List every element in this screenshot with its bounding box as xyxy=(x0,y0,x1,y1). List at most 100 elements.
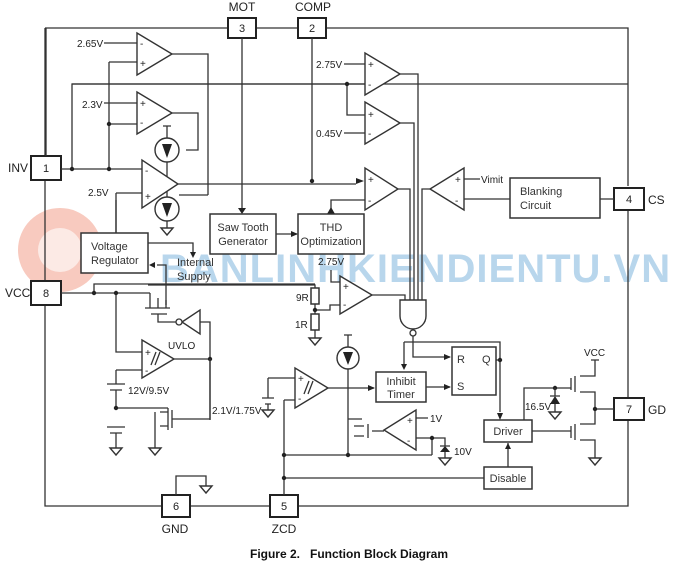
svg-text:Inhibit: Inhibit xyxy=(386,376,415,388)
wire xyxy=(344,122,415,300)
svg-text:6: 6 xyxy=(173,501,179,513)
svg-text:1: 1 xyxy=(43,163,49,175)
label-2.1v-1.75v: 2.1V/1.75V xyxy=(212,406,262,417)
svg-text:Q: Q xyxy=(482,354,491,366)
wire xyxy=(403,336,501,412)
svg-text:3: 3 xyxy=(239,23,245,35)
svg-text:-: - xyxy=(145,366,148,377)
wire xyxy=(166,162,208,197)
wire xyxy=(241,38,313,212)
comparator-2.3v: + - xyxy=(136,90,174,136)
pin-2-comp[interactable]: 2 COMP xyxy=(295,0,331,39)
wire xyxy=(330,270,406,300)
pin-1-inv[interactable]: 1 INV xyxy=(8,155,62,181)
svg-text:GND: GND xyxy=(162,522,189,536)
svg-text:+: + xyxy=(343,282,349,293)
uvlo-switch xyxy=(145,293,176,323)
internal-supply-label: Internal xyxy=(177,257,214,269)
wire xyxy=(421,178,614,300)
current-source-lower xyxy=(154,196,180,237)
svg-text:-: - xyxy=(368,80,371,91)
label-12v-9.5v: 12V/9.5V xyxy=(128,386,169,397)
svg-text:-: - xyxy=(343,300,346,311)
svg-text:-: - xyxy=(455,196,458,207)
pin-6-gnd[interactable]: 6 GND xyxy=(161,494,191,536)
uvlo-threshold-switch xyxy=(154,359,211,448)
label-16.5v: 16.5V xyxy=(525,402,551,413)
label-uvlo: UVLO xyxy=(168,341,195,352)
label-vlimit: Vimit xyxy=(481,175,503,186)
svg-text:8: 8 xyxy=(43,288,49,300)
wire xyxy=(61,283,315,353)
zcd-comparator: + - xyxy=(294,366,330,410)
nand-gate xyxy=(399,299,427,337)
error-amplifier: - + xyxy=(141,158,180,210)
wire xyxy=(175,475,207,495)
comparator-2.65v: - + xyxy=(136,31,174,77)
pin-3-mot[interactable]: 3 MOT xyxy=(227,0,257,39)
svg-text:-: - xyxy=(368,196,371,207)
comparator-2.75v-lower: + - xyxy=(339,274,374,316)
svg-text:-: - xyxy=(407,436,410,447)
label-2.3v: 2.3V xyxy=(82,100,103,111)
thd-optimization-block: THD Optimization xyxy=(297,213,365,255)
svg-text:+: + xyxy=(455,175,461,186)
label-2.5v: 2.5V xyxy=(88,188,109,199)
svg-text:+: + xyxy=(368,110,374,121)
wire xyxy=(284,443,509,479)
wire xyxy=(115,200,194,305)
wire xyxy=(200,321,211,420)
label-10v: 10V xyxy=(454,447,472,458)
pin-5-zcd[interactable]: 5 ZCD xyxy=(269,494,299,536)
svg-text:+: + xyxy=(407,416,413,427)
zener-10v-icon xyxy=(440,446,450,452)
clamp-comparator: + - xyxy=(382,408,417,452)
internal-supply-label-2: Supply xyxy=(177,271,211,283)
svg-text:-: - xyxy=(145,166,148,177)
svg-text:Disable: Disable xyxy=(490,473,527,485)
pin-4-cs[interactable]: 4 CS xyxy=(613,187,665,211)
svg-text:+: + xyxy=(298,374,304,385)
svg-text:Voltage: Voltage xyxy=(91,241,128,253)
zcd-clamp-switch xyxy=(347,369,384,455)
svg-text:INV: INV xyxy=(8,161,28,175)
label-vcc-rail: VCC xyxy=(584,348,605,359)
svg-text:COMP: COMP xyxy=(295,0,331,14)
wire xyxy=(104,62,199,169)
wire xyxy=(284,417,446,456)
wire xyxy=(104,42,209,195)
label-2.75v-top: 2.75V xyxy=(316,60,342,71)
inhibit-timer-block: Inhibit Timer xyxy=(375,371,427,403)
label-1v: 1V xyxy=(430,414,443,425)
blanking-circuit-block: Blanking Circuit xyxy=(509,177,601,219)
svg-text:5: 5 xyxy=(281,501,287,513)
svg-text:+: + xyxy=(368,60,374,71)
svg-text:Saw Tooth: Saw Tooth xyxy=(217,222,268,234)
svg-text:+: + xyxy=(145,192,151,203)
svg-text:Regulator: Regulator xyxy=(91,255,139,267)
svg-text:R: R xyxy=(457,354,465,366)
svg-text:S: S xyxy=(457,381,464,393)
pin-7-gd[interactable]: 7 GD xyxy=(613,397,666,421)
svg-text:-: - xyxy=(140,118,143,129)
wire xyxy=(262,377,374,495)
svg-text:Blanking: Blanking xyxy=(520,186,562,198)
zener-16.5v-icon xyxy=(550,396,560,404)
svg-text:Driver: Driver xyxy=(493,426,523,438)
low-side-mosfet xyxy=(532,408,614,458)
sr-flipflop: R S Q xyxy=(451,346,497,396)
wire xyxy=(72,63,419,300)
pin-8-vcc[interactable]: 8 VCC xyxy=(5,280,62,306)
svg-text:THD: THD xyxy=(320,222,343,234)
label-2.75v-lower: 2.75V xyxy=(318,257,344,268)
svg-text:+: + xyxy=(368,175,374,186)
svg-text:Optimization: Optimization xyxy=(300,236,361,248)
driver-block: Driver xyxy=(483,419,533,443)
wire xyxy=(115,358,210,384)
svg-text:4: 4 xyxy=(626,194,632,206)
comparator-0.45v: + - xyxy=(364,100,402,146)
svg-text:-: - xyxy=(368,129,371,140)
resistor-9r xyxy=(310,287,320,305)
svg-text:ZCD: ZCD xyxy=(272,522,297,536)
svg-text:-: - xyxy=(140,39,143,50)
